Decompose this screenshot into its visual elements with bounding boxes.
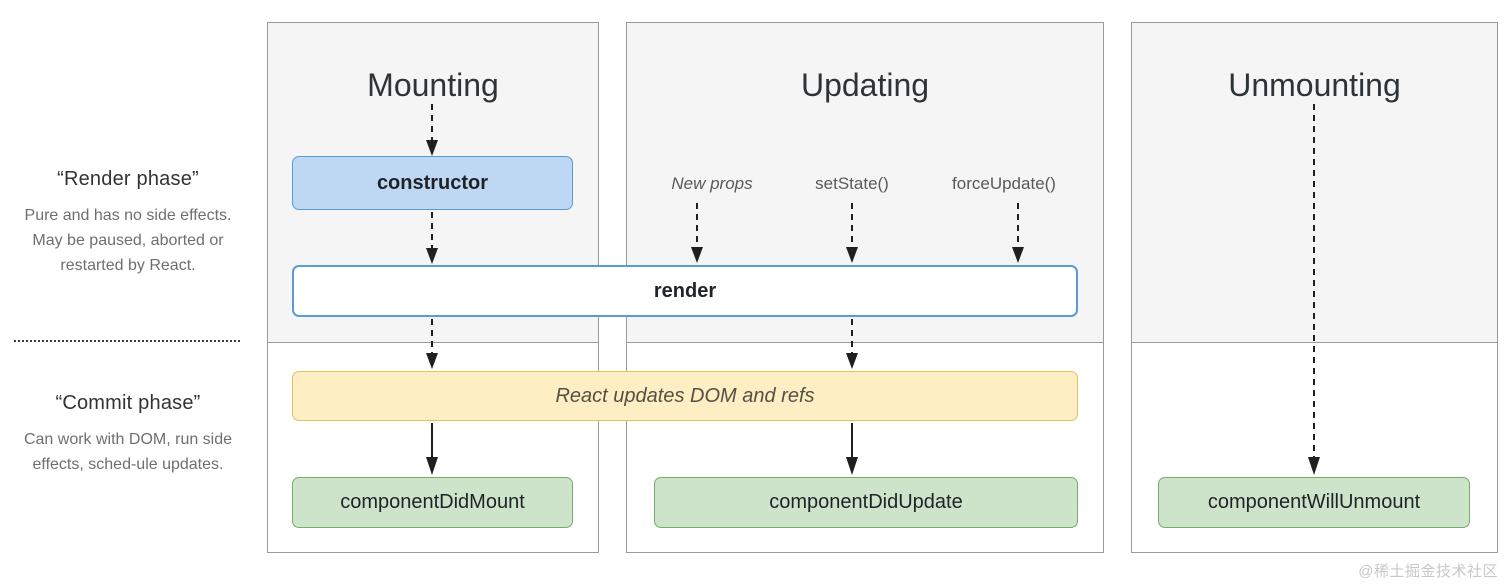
arrow-render-to-commit-mounting [425,319,439,369]
arrow-set-state-to-render [845,203,859,263]
arrow-mounting-to-constructor [425,104,439,156]
node-component-did-update[interactable]: componentDidUpdate [654,477,1078,528]
node-render[interactable]: render [292,265,1078,317]
node-constructor[interactable]: constructor [292,156,573,210]
node-component-will-unmount[interactable]: componentWillUnmount [1158,477,1470,528]
panel-updating-title: Updating [800,67,930,103]
arrow-new-props-to-render [690,203,704,263]
trigger-label-new-props: New props [671,174,753,193]
arrow-unmounting-to-will-unmount [1307,104,1321,475]
watermark: @稀土掘金技术社区 [1358,563,1498,580]
arrow-commit-to-did-update [845,423,859,475]
legend-commit-phase-body: Can work with DOM, run side effects, sch… [23,431,233,473]
legend-render-phase-title: “Render phase” [57,168,199,190]
arrow-force-update-to-render [1011,203,1025,263]
trigger-label-force-update: forceUpdate() [952,174,1056,193]
phase-divider-dotted [14,340,240,342]
node-component-did-mount[interactable]: componentDidMount [292,477,573,528]
arrow-commit-to-did-mount [425,423,439,475]
legend-commit-phase: “Commit phase” Can work with DOM, run si… [8,392,248,477]
panel-unmounting-title: Unmounting [1228,67,1401,103]
legend-render-phase-body: Pure and has no side effects. May be pau… [24,207,232,274]
node-react-updates-dom-refs[interactable]: React updates DOM and refs [292,371,1078,421]
panel-mounting-title: Mounting [367,67,499,103]
legend-render-phase: “Render phase” Pure and has no side effe… [8,168,248,278]
arrow-constructor-to-render [425,212,439,264]
trigger-label-set-state: setState() [815,174,889,193]
legend-commit-phase-title: “Commit phase” [55,392,201,414]
arrow-render-to-commit-updating [845,319,859,369]
